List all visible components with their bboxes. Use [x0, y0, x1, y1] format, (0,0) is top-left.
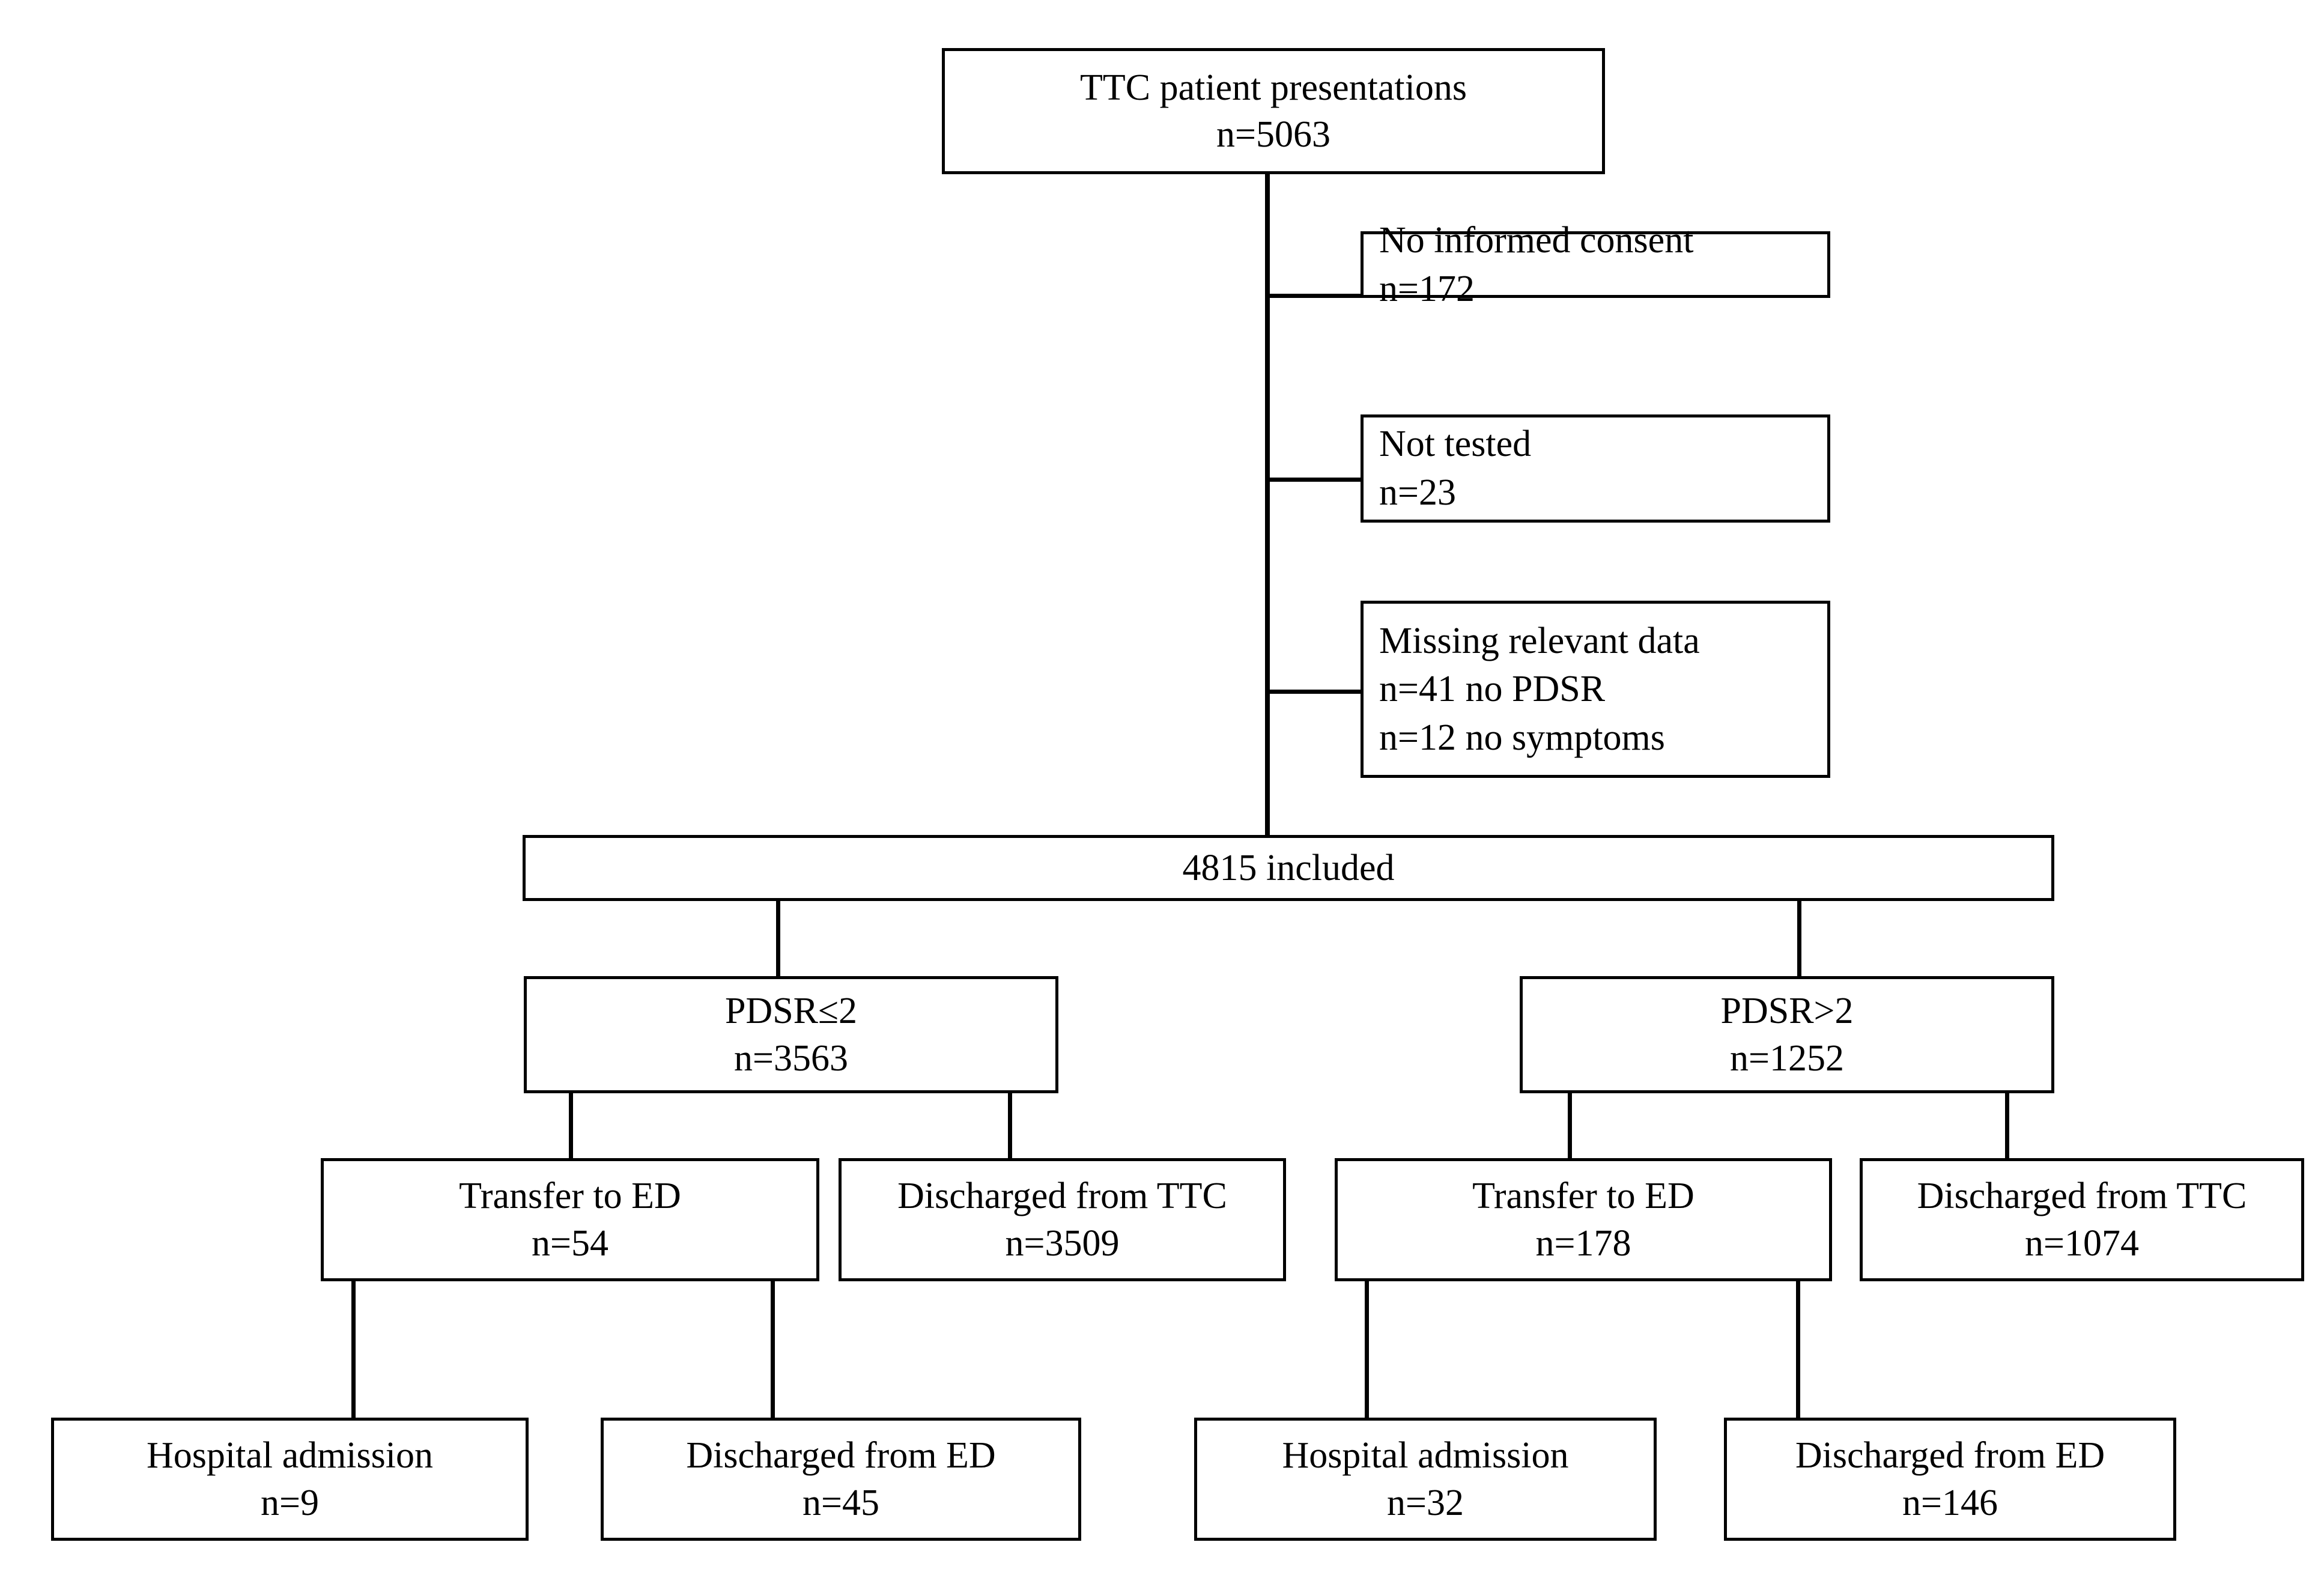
node-low-hospital-admission: Hospital admission n=9 [51, 1418, 529, 1541]
connector-pdsr-high-to-transfer-ed [1568, 1092, 1572, 1161]
node-line-title: Not tested [1379, 423, 1532, 465]
connector-spine-to-missing-data [1265, 690, 1362, 694]
node-line-title: Missing relevant data [1379, 620, 1700, 661]
node-line-count: n=146 [1902, 1482, 1998, 1523]
node-high-discharged-from-ttc: Discharged from TTC n=1074 [1860, 1158, 2304, 1281]
connector-high-transfer-to-discharged-ed [1796, 1280, 1800, 1419]
node-line-symptoms: n=12 no symptoms [1379, 717, 1665, 758]
node-line-title: Discharged from ED [1795, 1435, 2105, 1476]
connector-low-transfer-to-hospital-admission [351, 1280, 356, 1419]
node-low-discharged-from-ttc: Discharged from TTC n=3509 [839, 1158, 1286, 1281]
node-line-count: n=3509 [1005, 1222, 1120, 1264]
node-line-count: n=32 [1387, 1482, 1464, 1523]
node-high-hospital-admission: Hospital admission n=32 [1194, 1418, 1657, 1541]
node-line-count: n=5063 [1216, 114, 1330, 155]
node-line-title: Transfer to ED [459, 1176, 681, 1217]
node-low-discharged-from-ed: Discharged from ED n=45 [601, 1418, 1081, 1541]
node-included: 4815 included [523, 835, 2054, 901]
node-low-transfer-to-ed: Transfer to ED n=54 [321, 1158, 819, 1281]
node-line-count: n=1252 [1730, 1037, 1844, 1079]
node-line-title: Hospital admission [146, 1435, 434, 1476]
connector-low-transfer-to-discharged-ed [771, 1280, 775, 1419]
node-line-title: 4815 included [1182, 847, 1395, 888]
node-line-count: n=178 [1535, 1222, 1631, 1264]
node-line-title: Discharged from TTC [897, 1176, 1227, 1217]
node-line-title: Hospital admission [1282, 1435, 1569, 1476]
connector-spine-to-not-tested [1265, 478, 1362, 482]
node-line-title: Discharged from TTC [1917, 1176, 2247, 1217]
node-not-tested: Not tested n=23 [1361, 414, 1830, 523]
node-high-discharged-from-ed: Discharged from ED n=146 [1724, 1418, 2176, 1541]
node-no-informed-consent: No informed consent n=172 [1361, 220, 1830, 309]
node-line-title: TTC patient presentations [1080, 67, 1467, 108]
node-line-title: PDSR≤2 [724, 991, 858, 1032]
connector-high-transfer-to-hospital-admission [1365, 1280, 1369, 1419]
node-line-count: n=172 [1379, 268, 1475, 309]
connector-pdsr-low-to-transfer-ed [569, 1092, 573, 1161]
connector-included-to-pdsr-low [776, 900, 780, 978]
connector-pdsr-low-to-discharged-ttc [1008, 1092, 1012, 1161]
node-line-title: Discharged from ED [686, 1435, 996, 1476]
connector-included-to-pdsr-high [1797, 900, 1801, 978]
node-line-title: No informed consent [1379, 219, 1694, 261]
node-line-count: n=9 [261, 1482, 319, 1523]
node-pdsr-low: PDSR≤2 n=3563 [524, 976, 1058, 1093]
node-line-count: n=3563 [734, 1037, 848, 1079]
node-high-transfer-to-ed: Transfer to ED n=178 [1335, 1158, 1832, 1281]
node-line-count: n=23 [1379, 472, 1456, 513]
connector-root-to-included [1265, 173, 1270, 836]
connector-spine-to-no-consent [1265, 294, 1362, 298]
node-line-title: PDSR>2 [1720, 991, 1854, 1032]
node-line-pdsr: n=41 no PDSR [1379, 669, 1606, 710]
node-line-count: n=1074 [2025, 1222, 2139, 1264]
node-ttc-patient-presentations: TTC patient presentations n=5063 [942, 48, 1605, 174]
node-line-count: n=45 [802, 1482, 879, 1523]
node-pdsr-high: PDSR>2 n=1252 [1520, 976, 2054, 1093]
node-line-title: Transfer to ED [1472, 1176, 1694, 1217]
node-missing-relevant-data: Missing relevant data n=41 no PDSR n=12 … [1361, 601, 1830, 778]
connector-pdsr-high-to-discharged-ttc [2005, 1092, 2009, 1161]
node-line-count: n=54 [532, 1222, 608, 1264]
